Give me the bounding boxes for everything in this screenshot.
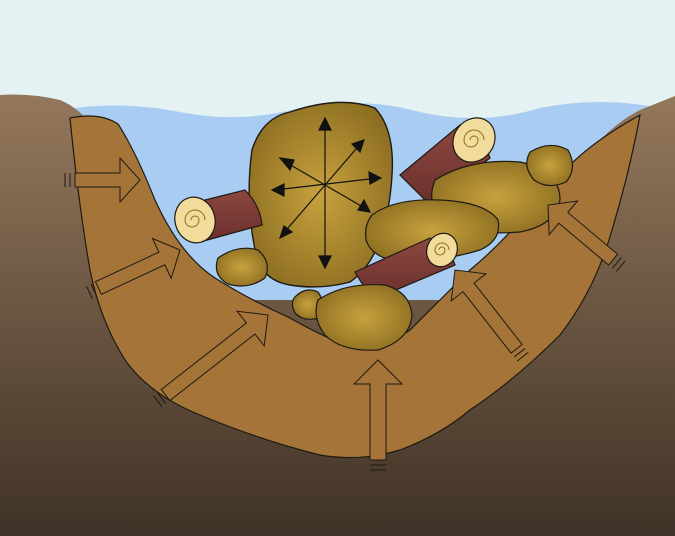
- boulder-right-small: [527, 145, 573, 185]
- boulder-bottom: [316, 285, 412, 351]
- boulder-left-small: [216, 248, 267, 286]
